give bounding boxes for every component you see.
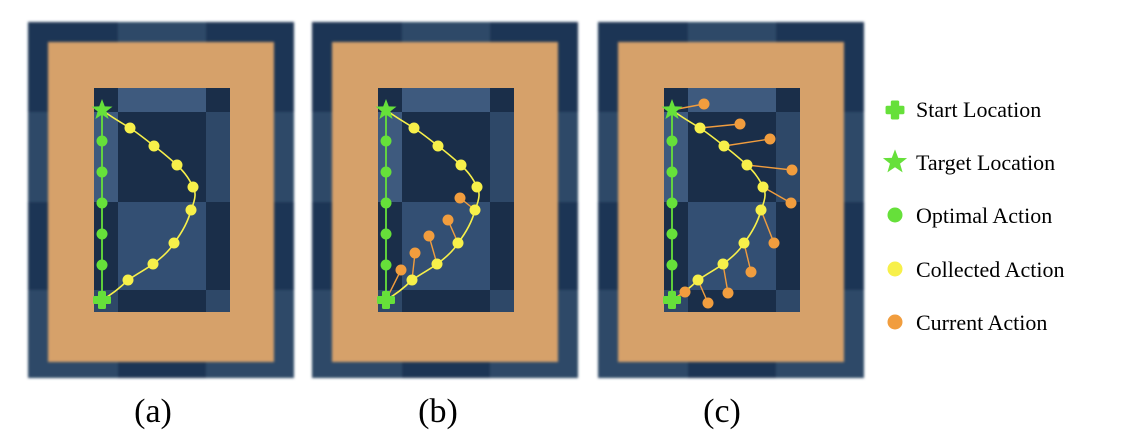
collected-action-dot xyxy=(124,122,136,134)
panel-label-a: (a) xyxy=(134,393,172,430)
collected-action-dot xyxy=(432,140,444,152)
legend-item-start: Start Location xyxy=(885,97,1041,122)
optimal-action-dot xyxy=(666,259,678,271)
collected-action-dot xyxy=(694,122,706,134)
legend-item-collected: Collected Action xyxy=(887,257,1064,282)
current-action-dot xyxy=(785,197,797,209)
current-action-dot xyxy=(423,230,435,242)
panel-label-b: (b) xyxy=(418,393,458,430)
current-action-dot xyxy=(764,133,776,145)
current-action-dot xyxy=(679,286,691,298)
legend-item-optimal: Optimal Action xyxy=(887,203,1052,228)
panel-c xyxy=(598,22,864,378)
optimal-action-dot xyxy=(666,228,678,240)
collected-action-dot xyxy=(168,237,180,249)
optimal-action-dot xyxy=(96,197,108,209)
legend: Start Location Target Location Optimal A… xyxy=(882,97,1064,335)
collected-action-dot xyxy=(408,122,420,134)
legend-item-current: Current Action xyxy=(887,310,1047,335)
optimal-action-dot xyxy=(380,228,392,240)
collected-action-dot xyxy=(452,237,464,249)
trajectories xyxy=(91,99,199,309)
current-action-dot xyxy=(409,247,421,259)
collected-action-dot xyxy=(148,140,160,152)
optimal-action-dot xyxy=(380,197,392,209)
collected-action-dot xyxy=(738,237,750,249)
current-action-dot xyxy=(702,297,714,309)
current-action-link xyxy=(723,138,771,147)
collected-action-dot xyxy=(455,159,467,171)
optimal-action-dot xyxy=(96,259,108,271)
collected-path-line xyxy=(385,109,480,301)
collected-action-dot xyxy=(755,204,767,216)
current-action-dot xyxy=(395,264,407,276)
current-action-dot xyxy=(768,237,780,249)
current-action-dot xyxy=(745,266,757,278)
collected-path-line xyxy=(671,109,766,301)
collected-action-dot xyxy=(757,181,769,193)
optimal-action-dot xyxy=(380,259,392,271)
legend-item-target: Target Location xyxy=(882,149,1055,175)
current-action-dot xyxy=(442,214,454,226)
collected-action-dot xyxy=(741,159,753,171)
optimal-action-dot xyxy=(96,228,108,240)
optimal-action-dot xyxy=(666,135,678,147)
collected-action-dot xyxy=(471,181,483,193)
optimal-action-dot xyxy=(666,166,678,178)
green-dot-icon xyxy=(887,207,903,223)
legend-label-optimal: Optimal Action xyxy=(916,203,1052,228)
collected-action-dot xyxy=(718,140,730,152)
maze-interior xyxy=(94,88,230,312)
current-action-link xyxy=(699,123,741,129)
panel-b xyxy=(312,22,578,378)
optimal-action-dot xyxy=(96,135,108,147)
collected-action-dot xyxy=(469,204,481,216)
trajectories xyxy=(661,98,798,309)
collected-action-dot xyxy=(692,274,704,286)
current-action-dot xyxy=(786,164,798,176)
current-action-dot xyxy=(734,118,746,130)
collected-action-dot xyxy=(431,258,443,270)
current-action-dot xyxy=(454,192,466,204)
star-marker-icon xyxy=(882,149,908,173)
panel-label-c: (c) xyxy=(703,393,741,430)
collected-path-line xyxy=(101,109,196,301)
collected-action-dot xyxy=(185,204,197,216)
orange-dot-icon xyxy=(887,314,903,330)
legend-label-start: Start Location xyxy=(916,97,1041,122)
current-action-link xyxy=(746,164,793,171)
panel-a xyxy=(28,22,294,378)
optimal-action-dot xyxy=(96,166,108,178)
optimal-action-dot xyxy=(380,135,392,147)
legend-label-collected: Collected Action xyxy=(916,257,1064,282)
optimal-action-dot xyxy=(380,166,392,178)
collected-action-dot xyxy=(187,181,199,193)
legend-label-target: Target Location xyxy=(916,150,1055,175)
current-action-dot xyxy=(698,98,710,110)
collected-action-dot xyxy=(122,274,134,286)
legend-label-current: Current Action xyxy=(916,310,1047,335)
yellow-dot-icon xyxy=(887,261,903,277)
collected-action-dot xyxy=(717,258,729,270)
collected-action-dot xyxy=(171,159,183,171)
optimal-action-dot xyxy=(666,197,678,209)
current-action-link xyxy=(760,209,775,244)
maze-interior xyxy=(664,88,800,312)
trajectories xyxy=(375,99,483,309)
current-action-dot xyxy=(722,287,734,299)
collected-action-dot xyxy=(147,258,159,270)
plus-marker-icon xyxy=(885,100,905,120)
collected-action-dot xyxy=(406,274,418,286)
maze-interior xyxy=(378,88,514,312)
